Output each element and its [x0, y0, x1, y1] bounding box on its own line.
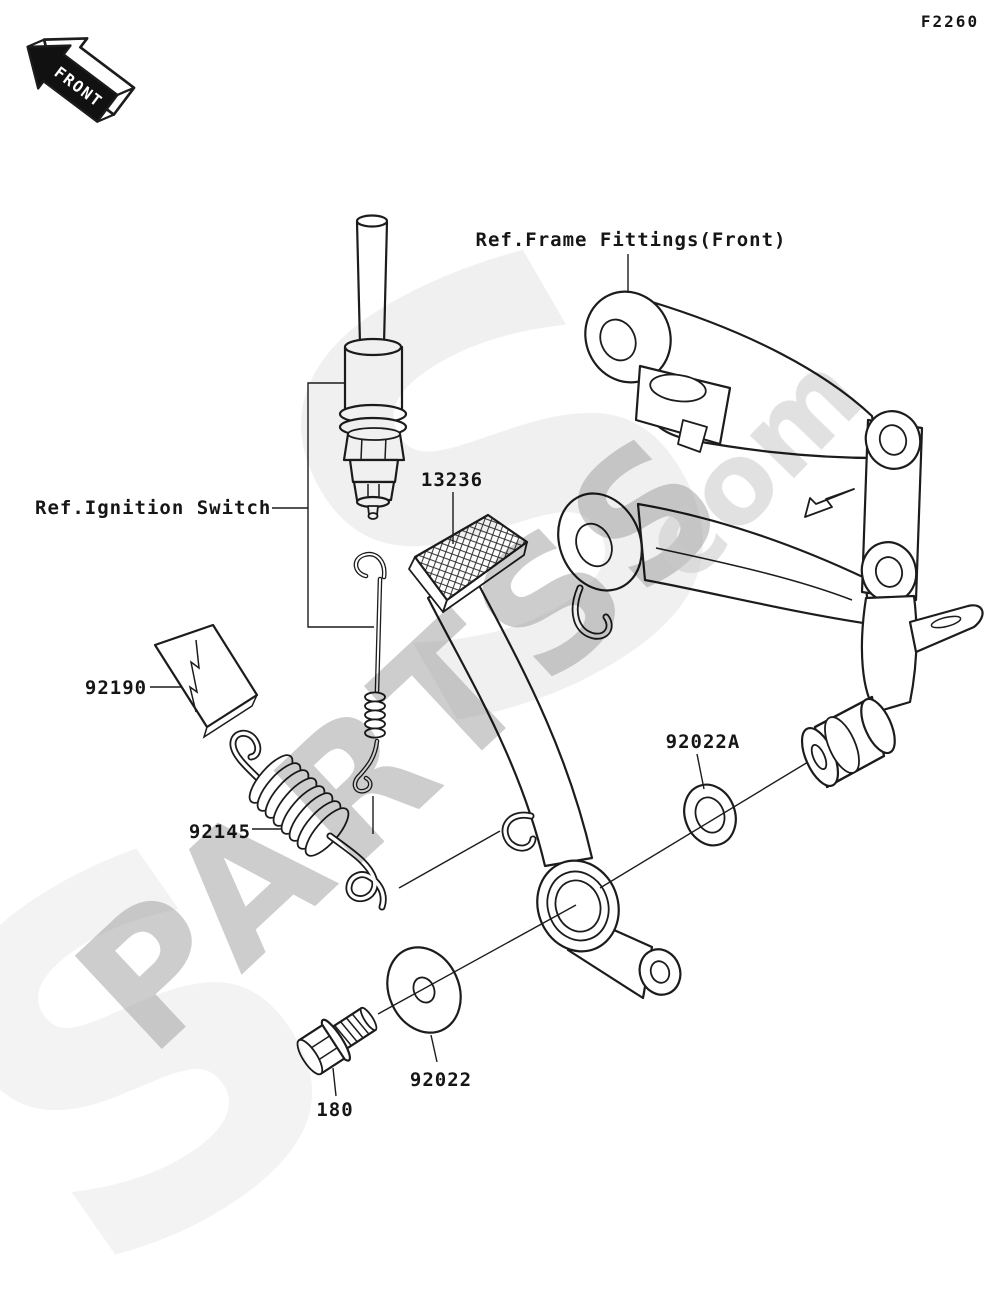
front-arrow-icon [26, 44, 119, 123]
part-label-92190: 92190 [85, 677, 147, 699]
flange-bolt-drawing [296, 1006, 378, 1076]
washer-large-drawing [386, 946, 462, 1034]
watermark: S S PARTSS com [0, 109, 888, 1291]
part-label-13236: 13236 [421, 469, 483, 491]
watermark-monogram-2: S [0, 728, 444, 1291]
washer-small-drawing [683, 783, 737, 847]
damper-pad-drawing [153, 623, 259, 739]
label-ref-ignition-switch: Ref.Ignition Switch [35, 497, 271, 519]
part-label-92022A: 92022A [666, 731, 741, 753]
label-ref-frame-fittings: Ref.Frame Fittings(Front) [476, 229, 787, 251]
part-label-92022: 92022 [410, 1069, 472, 1091]
brake-pedal-drawing [408, 513, 682, 1000]
part-label-180: 180 [316, 1099, 353, 1121]
leader-lines [150, 254, 809, 1097]
brake-light-switch-drawing [338, 214, 408, 520]
switch-spring-drawing [355, 554, 385, 834]
frame-fitting-drawing [557, 290, 984, 789]
part-label-92145: 92145 [189, 821, 251, 843]
page-code: F2260 [921, 12, 979, 31]
callout-labels: F2260 Ref.Frame Fittings(Front) Ref.Igni… [35, 12, 979, 1121]
watermark-monogram-1: S [171, 109, 846, 875]
return-spring-drawing [233, 733, 383, 907]
attachment-arrow-icon [804, 488, 855, 518]
front-arrow: FRONT [26, 37, 136, 123]
